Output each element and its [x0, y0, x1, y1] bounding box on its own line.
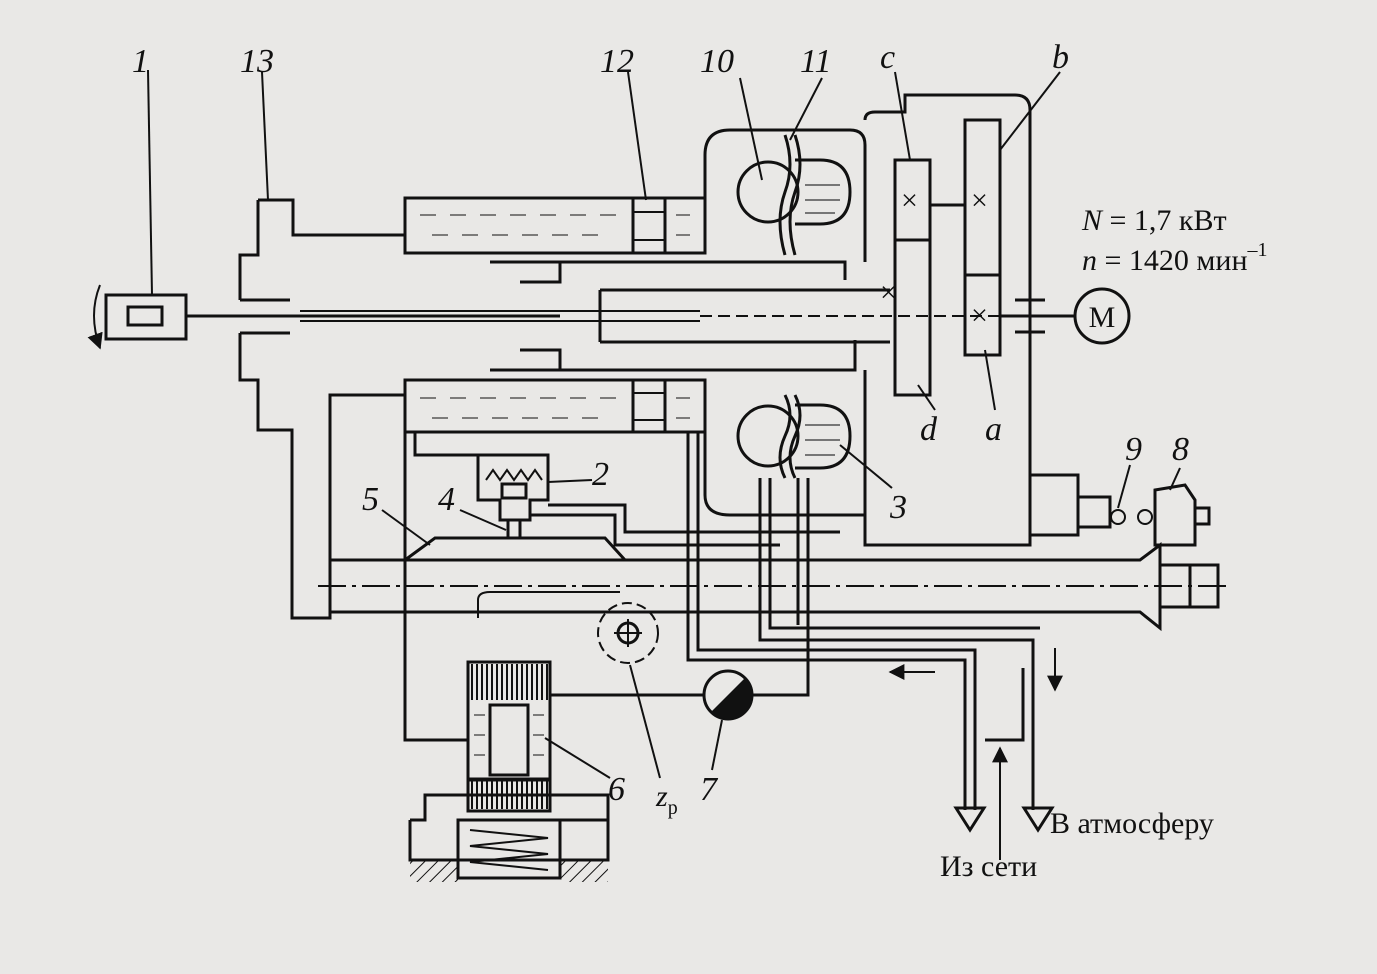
- chamber-3: [736, 394, 852, 479]
- gear-zp: [597, 602, 659, 664]
- label-5: 5: [362, 481, 379, 518]
- svg-text:×: ×: [971, 299, 988, 332]
- speed-spec: n = 1420 мин–1: [1082, 239, 1268, 277]
- shaft-cross-mark: ×: [880, 276, 897, 309]
- piping: [403, 432, 1063, 860]
- upper-cylinder-link: [490, 260, 847, 284]
- label-c: c: [880, 39, 895, 76]
- lower-cylinder: [403, 378, 707, 434]
- label-6: 6: [608, 771, 625, 808]
- motor-symbol: M: [1089, 301, 1116, 334]
- limit-stop-8: [1137, 483, 1211, 547]
- label-3: 3: [889, 489, 907, 526]
- feed-rod: [318, 542, 1230, 632]
- label-13: 13: [240, 43, 274, 80]
- label-b: b: [1052, 39, 1069, 76]
- gearbox-housing: [863, 93, 1032, 547]
- gear-b: ×: [963, 118, 1002, 277]
- leader-lines: [147, 69, 1181, 779]
- chamber-housing-upper: [703, 128, 867, 262]
- label-a: a: [985, 411, 1002, 448]
- sensor-9: [1028, 473, 1126, 537]
- label-d: d: [920, 411, 938, 448]
- cam-5: [404, 536, 627, 562]
- from-network-label: Из сети: [940, 850, 1037, 883]
- chamber-housing-lower: [703, 370, 867, 517]
- svg-text:×: ×: [901, 184, 918, 217]
- spring-base: [408, 793, 610, 882]
- gear-c: ×: [893, 158, 932, 242]
- label-1: 1: [132, 43, 149, 80]
- chuck-1: [87, 284, 188, 350]
- motor-coupling: [1000, 298, 1075, 334]
- cylinder-6: [466, 660, 552, 813]
- throttle-7: [702, 669, 754, 721]
- label-12: 12: [600, 43, 634, 80]
- label-7: 7: [700, 771, 719, 808]
- electric-motor: M: [1073, 287, 1131, 345]
- gear-zp-label: zр: [655, 780, 678, 819]
- svg-text:×: ×: [971, 184, 988, 217]
- gear-d: [893, 238, 932, 397]
- label-11: 11: [800, 43, 831, 80]
- valve-2: [476, 453, 550, 522]
- label-10: 10: [700, 43, 734, 80]
- label-4: 4: [438, 481, 455, 518]
- label-9: 9: [1125, 431, 1142, 468]
- membrane-11: [778, 134, 852, 256]
- chamber-10: [736, 160, 800, 224]
- lower-cylinder-link: [490, 340, 857, 372]
- label-2: 2: [592, 456, 609, 493]
- spindle-sleeve: [598, 288, 890, 344]
- to-atmosphere-label: В атмосферу: [1050, 807, 1214, 840]
- valve-stem-4: [506, 520, 522, 538]
- power-spec: N = 1,7 кВт: [1081, 204, 1227, 237]
- upper-cylinder: [403, 196, 707, 255]
- label-8: 8: [1172, 431, 1189, 468]
- housing-13: [238, 198, 405, 620]
